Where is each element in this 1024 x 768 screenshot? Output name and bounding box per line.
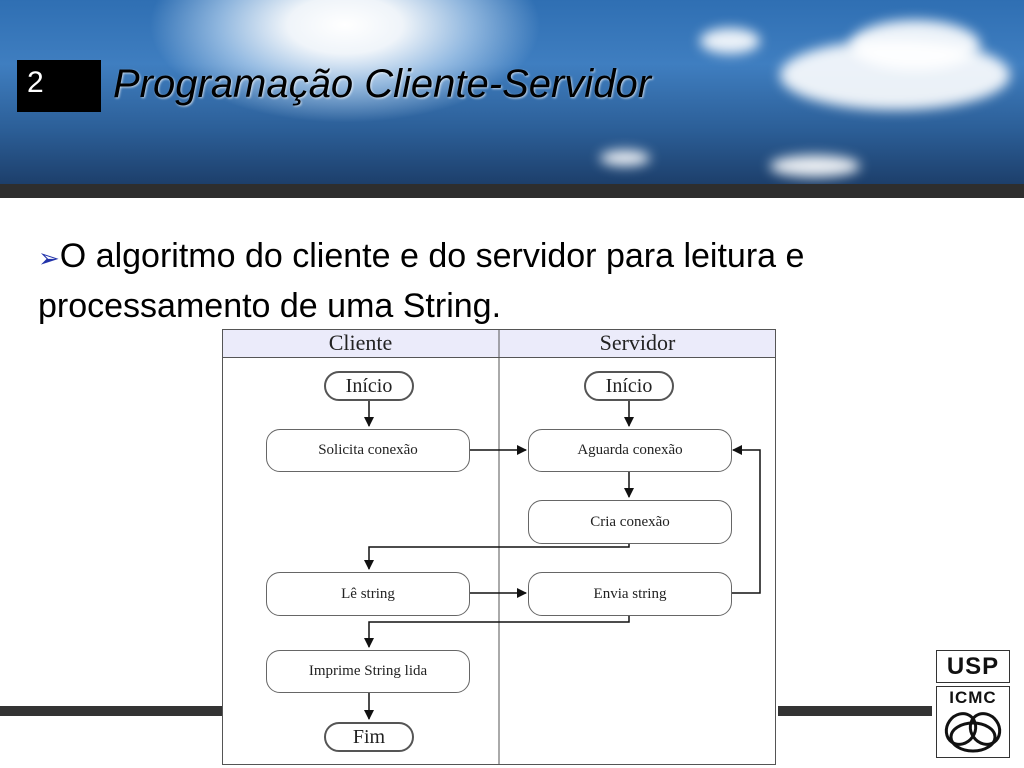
- node-await-connection: Aguarda conexão: [528, 429, 732, 472]
- node-send-string: Envia string: [528, 572, 732, 616]
- node-client-end: Fim: [324, 722, 414, 752]
- logo-usp: USP: [936, 650, 1010, 683]
- logo-icmc-text: ICMC: [949, 688, 997, 707]
- slide-number: 2: [27, 66, 44, 99]
- lane-header-server: Servidor: [599, 330, 676, 355]
- footer-rule-left: [0, 706, 222, 716]
- header-bottom-band: [0, 184, 1024, 198]
- flowchart-diagram: Cliente Servidor Início Solicita conexão…: [222, 329, 776, 765]
- cloud-decoration: [770, 155, 860, 177]
- cloud-decoration: [600, 150, 650, 166]
- arrow-create-to-read: [364, 544, 630, 570]
- arrow-send-to-print: [364, 616, 630, 648]
- slide-title: Programação Cliente-Servidor: [113, 62, 652, 106]
- logo-icmc: ICMC: [936, 686, 1010, 758]
- cloud-decoration: [700, 28, 760, 54]
- node-client-start: Início: [324, 371, 414, 401]
- footer-rule-right: [778, 706, 932, 716]
- lane-header-client: Cliente: [328, 330, 393, 355]
- arrow-send-loop-to-await: [731, 445, 761, 594]
- node-request-connection: Solicita conexão: [266, 429, 470, 472]
- node-server-start: Início: [584, 371, 674, 401]
- header-banner: [0, 0, 1024, 184]
- cloud-decoration: [850, 20, 980, 70]
- bullet-point: ➢O algoritmo do cliente e do servidor pa…: [38, 232, 998, 330]
- bullet-text: O algoritmo do cliente e do servidor par…: [38, 237, 805, 325]
- slide-number-box: 2: [17, 60, 101, 112]
- node-print-string: Imprime String lida: [266, 650, 470, 693]
- node-create-connection: Cria conexão: [528, 500, 732, 544]
- arrow-right-bullet-icon: ➢: [38, 243, 60, 273]
- flowchart-lines: [222, 329, 776, 765]
- node-read-string: Lê string: [266, 572, 470, 616]
- knot-emblem-icon: [944, 712, 1002, 753]
